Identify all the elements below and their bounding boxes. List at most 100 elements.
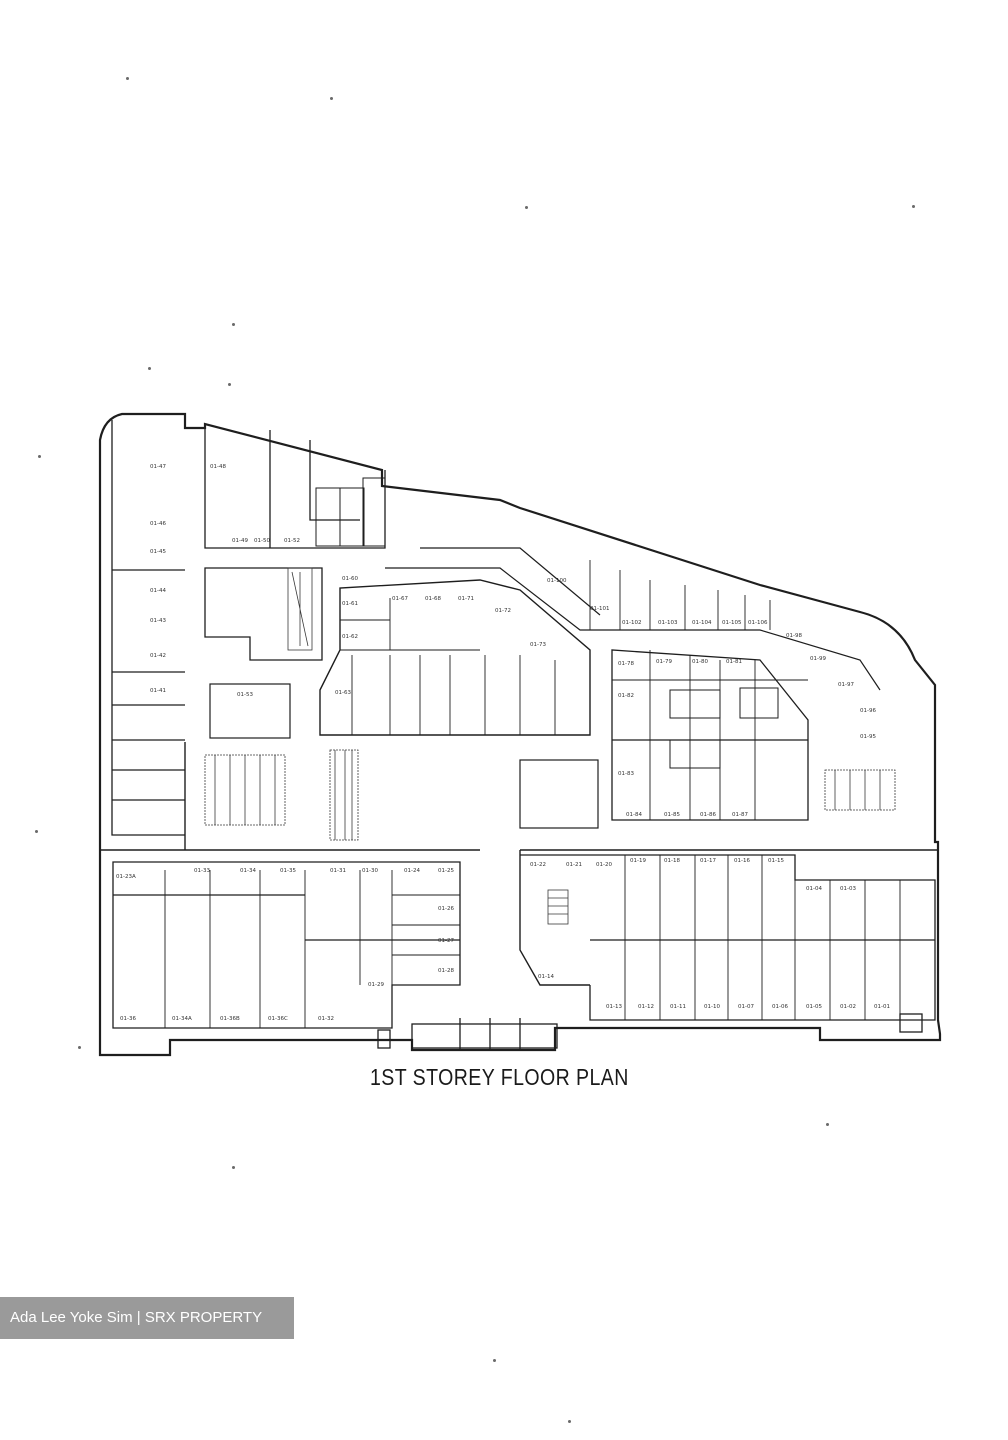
unit-label: 01-27	[438, 938, 454, 944]
lift-cores	[315, 477, 779, 769]
scan-speck	[228, 383, 231, 386]
unit-label: 01-35	[280, 868, 296, 874]
unit-label: 01-02	[840, 1004, 856, 1010]
unit-label: 01-44	[150, 588, 166, 594]
unit-label: 01-43	[150, 618, 166, 624]
unit-label: 01-95	[860, 734, 876, 740]
unit-block	[209, 683, 291, 739]
unit-label: 01-30	[362, 868, 378, 874]
scan-speck	[232, 323, 235, 326]
south-east-block	[520, 854, 936, 1021]
unit-label: 01-31	[330, 868, 346, 874]
unit-label: 01-96	[860, 708, 876, 714]
unit-label: 01-84	[626, 812, 642, 818]
scan-speck	[35, 830, 38, 833]
unit-label: 01-46	[150, 521, 166, 527]
unit-label: 01-80	[692, 659, 708, 665]
unit-label: 01-36C	[268, 1016, 288, 1022]
unit-label: 01-73	[530, 642, 546, 648]
unit-label: 01-19	[630, 858, 646, 864]
unit-label: 01-25	[438, 868, 454, 874]
west-strip	[111, 420, 185, 836]
unit-label: 01-87	[732, 812, 748, 818]
unit-label: 01-03	[840, 886, 856, 892]
unit-label: 01-49	[232, 538, 248, 544]
unit-label: 01-61	[342, 601, 358, 607]
unit-label: 01-78	[618, 661, 634, 667]
unit-label: 01-41	[150, 688, 166, 694]
scan-speck	[148, 367, 151, 370]
scan-speck	[232, 1166, 235, 1169]
unit-label: 01-104	[692, 620, 712, 626]
unit-label: 01-47	[150, 464, 166, 470]
unit-label: 01-86	[700, 812, 716, 818]
unit-label: 01-103	[658, 620, 678, 626]
scan-speck	[493, 1359, 496, 1362]
scan-speck	[78, 1046, 81, 1049]
unit-label: 01-36B	[220, 1016, 240, 1022]
unit-label: 01-15	[768, 858, 784, 864]
unit-label: 01-23A	[116, 874, 136, 880]
unit-label: 01-32	[318, 1016, 334, 1022]
unit-label: 01-42	[150, 653, 166, 659]
north-west-block	[204, 424, 386, 661]
scan-speck	[330, 97, 333, 100]
scan-speck	[525, 206, 528, 209]
unit-label: 01-10	[704, 1004, 720, 1010]
watermark-caption: Ada Lee Yoke Sim | SRX PROPERTY	[0, 1297, 294, 1339]
unit-label: 01-48	[210, 464, 226, 470]
unit-label: 01-83	[618, 771, 634, 777]
unit-label: 01-36	[120, 1016, 136, 1022]
unit-label: 01-99	[810, 656, 826, 662]
unit-label: 01-20	[596, 862, 612, 868]
unit-label: 01-21	[566, 862, 582, 868]
unit-label: 01-50	[254, 538, 270, 544]
unit-label: 01-62	[342, 634, 358, 640]
east-block	[611, 649, 809, 821]
unit-label: 01-63	[335, 690, 351, 696]
diagonal-ramp	[385, 547, 881, 691]
unit-label: 01-01	[874, 1004, 890, 1010]
unit-label: 01-24	[404, 868, 420, 874]
unit-label: 01-98	[786, 633, 802, 639]
unit-label: 01-17	[700, 858, 716, 864]
unit-label: 01-97	[838, 682, 854, 688]
unit-label: 01-29	[368, 982, 384, 988]
scan-speck	[912, 205, 915, 208]
scan-speck	[38, 455, 41, 458]
unit-label: 01-100	[547, 578, 567, 584]
unit-label: 01-07	[738, 1004, 754, 1010]
entrance-strip	[377, 1013, 923, 1050]
unit-label: 01-72	[495, 608, 511, 614]
unit-label: 01-34A	[172, 1016, 192, 1022]
unit-label: 01-22	[530, 862, 546, 868]
unit-label: 01-13	[606, 1004, 622, 1010]
unit-label: 01-06	[772, 1004, 788, 1010]
unit-label: 01-79	[656, 659, 672, 665]
unit-label: 01-53	[237, 692, 253, 698]
atrium-void	[519, 759, 599, 829]
unit-label: 01-11	[670, 1004, 686, 1010]
unit-label: 01-26	[438, 906, 454, 912]
unit-label: 01-05	[806, 1004, 822, 1010]
unit-label: 01-52	[284, 538, 300, 544]
unit-label: 01-67	[392, 596, 408, 602]
unit-label: 01-81	[726, 659, 742, 665]
unit-label: 01-71	[458, 596, 474, 602]
unit-label: 01-60	[342, 576, 358, 582]
escalators	[204, 567, 896, 925]
scan-speck	[568, 1420, 571, 1423]
unit-partitions	[164, 560, 901, 1028]
scan-speck	[826, 1123, 829, 1126]
unit-label: 01-82	[618, 693, 634, 699]
unit-label: 01-33	[194, 868, 210, 874]
floor-plan-title: 1ST STOREY FLOOR PLAN	[370, 1064, 629, 1090]
unit-label: 01-102	[622, 620, 641, 626]
unit-label: 01-04	[806, 886, 822, 892]
main-corridor-edge	[100, 742, 938, 986]
unit-label: 01-106	[748, 620, 768, 626]
unit-label: 01-101	[590, 606, 609, 612]
unit-label: 01-12	[638, 1004, 654, 1010]
unit-label: 01-16	[734, 858, 750, 864]
